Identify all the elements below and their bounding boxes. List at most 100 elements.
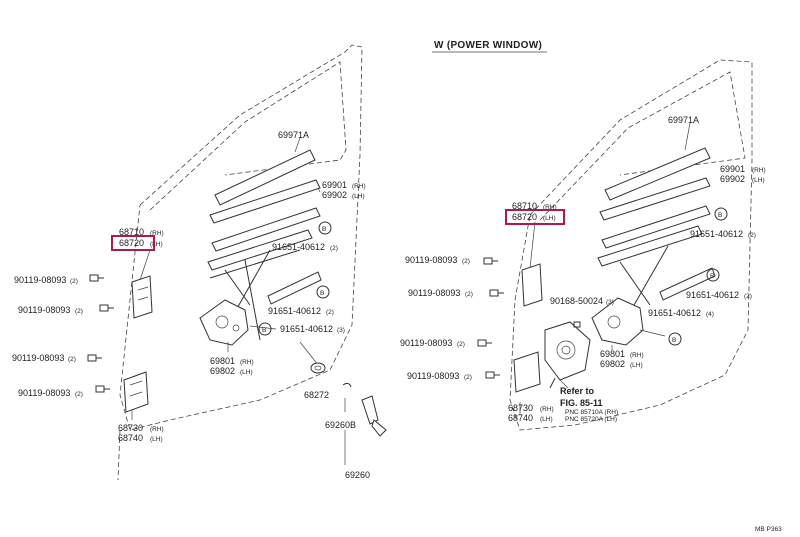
right-highlight-box-68720 <box>505 209 565 225</box>
svg-text:69901: 69901 <box>720 164 745 174</box>
svg-text:69801: 69801 <box>210 356 235 366</box>
svg-text:(RH): (RH) <box>540 406 554 413</box>
svg-text:(2): (2) <box>75 308 83 315</box>
svg-text:B: B <box>672 337 676 344</box>
svg-text:(2): (2) <box>465 291 473 298</box>
left-regulator-rail <box>207 229 313 271</box>
svg-text:68272: 68272 <box>304 390 329 400</box>
svg-text:(2): (2) <box>68 356 76 363</box>
left-lower-hinge <box>123 371 149 413</box>
svg-text:(3): (3) <box>337 327 345 334</box>
svg-text:(2): (2) <box>326 309 334 316</box>
svg-text:91651-40612: 91651-40612 <box>690 229 743 239</box>
svg-text:90119-08093: 90119-08093 <box>18 388 70 398</box>
svg-text:68710: 68710 <box>512 201 537 211</box>
left-window-crank-handle <box>361 395 379 425</box>
svg-text:91651-40612: 91651-40612 <box>648 308 701 318</box>
svg-text:B: B <box>262 327 266 334</box>
svg-text:68740: 68740 <box>118 433 143 443</box>
left-upper-hinge <box>131 275 153 319</box>
svg-text:PNC 85710A (RH): PNC 85710A (RH) <box>565 409 618 416</box>
svg-text:(2): (2) <box>464 374 472 381</box>
svg-text:69902: 69902 <box>720 174 745 184</box>
left-crank-clip <box>342 382 352 388</box>
right-door-assembly: B B B 69971A 69901 (RH) 69902 (LH) 68710… <box>400 59 766 431</box>
svg-text:(2): (2) <box>330 245 338 252</box>
left-highlight-box-68720 <box>111 235 155 251</box>
svg-text:FIG. 85-11: FIG. 85-11 <box>560 398 603 408</box>
left-guide-plate <box>267 271 322 305</box>
svg-text:(RH): (RH) <box>752 167 766 174</box>
svg-text:B: B <box>320 290 324 297</box>
svg-text:(LH): (LH) <box>352 193 365 200</box>
svg-text:90119-08093: 90119-08093 <box>400 338 452 348</box>
svg-text:(3): (3) <box>606 299 614 306</box>
svg-text:Refer to: Refer to <box>560 386 595 396</box>
svg-text:90119-08093: 90119-08093 <box>12 353 64 363</box>
svg-text:90119-08093: 90119-08093 <box>407 371 459 381</box>
left-hinge-bolts <box>87 274 114 393</box>
right-upper-hinge <box>521 263 543 307</box>
svg-text:B: B <box>322 226 326 233</box>
svg-text:91651-40612: 91651-40612 <box>280 324 333 334</box>
svg-text:(RH): (RH) <box>150 230 164 237</box>
svg-text:(2): (2) <box>748 232 756 239</box>
svg-text:(4): (4) <box>706 311 714 318</box>
svg-text:(2): (2) <box>744 293 752 300</box>
diagram-title: W (POWER WINDOW) <box>434 40 542 51</box>
left-door-outline <box>119 44 363 431</box>
right-power-window-motor <box>544 321 591 381</box>
right-window-regulator <box>591 297 644 346</box>
right-window-frame <box>539 71 746 221</box>
right-door-outline <box>509 59 753 431</box>
svg-text:68710: 68710 <box>119 227 144 237</box>
svg-text:(LH): (LH) <box>630 362 643 369</box>
right-weatherstrip-lower <box>601 205 711 249</box>
left-callout-circles: B B B <box>258 221 332 336</box>
svg-text:68730: 68730 <box>118 423 143 433</box>
svg-text:(2): (2) <box>70 278 78 285</box>
svg-text:(LH): (LH) <box>752 177 765 184</box>
svg-text:69802: 69802 <box>600 359 625 369</box>
svg-text:B: B <box>710 273 714 280</box>
left-window-frame <box>149 61 347 211</box>
left-label-68720-highlighted: 68720 <box>119 238 144 248</box>
svg-text:PNC 85720A (LH): PNC 85720A (LH) <box>565 416 617 423</box>
svg-text:(RH): (RH) <box>150 426 164 433</box>
svg-text:(2): (2) <box>457 341 465 348</box>
svg-text:69260B: 69260B <box>325 420 356 430</box>
svg-text:90119-08093: 90119-08093 <box>18 305 70 315</box>
left-weatherstrip-upper <box>209 179 321 224</box>
right-guide-plate <box>659 267 716 301</box>
right-leader-lines <box>519 122 691 415</box>
right-run-channel-upper <box>604 147 711 201</box>
svg-text:(LH): (LH) <box>240 369 253 376</box>
svg-text:(LH): (LH) <box>150 241 163 248</box>
left-door-assembly: B B B 69971A 69901 (RH) 69902 (LH) 68710… <box>12 44 387 481</box>
svg-text:(RH): (RH) <box>240 359 254 366</box>
svg-text:(RH): (RH) <box>352 183 366 190</box>
left-label-69971a: 69971A <box>278 130 309 140</box>
svg-text:68730: 68730 <box>508 403 533 413</box>
left-run-channel-upper <box>214 149 316 206</box>
right-weatherstrip-upper <box>599 177 711 221</box>
svg-text:91651-40612: 91651-40612 <box>272 242 325 252</box>
left-washer <box>310 362 326 374</box>
right-label-68720-highlighted: 68720 <box>512 212 537 222</box>
left-weatherstrip-lower <box>211 207 321 252</box>
svg-text:69801: 69801 <box>600 349 625 359</box>
right-lower-hinge <box>513 351 541 393</box>
right-regulator-arms <box>619 245 669 313</box>
svg-text:B: B <box>718 212 722 219</box>
svg-text:(LH): (LH) <box>540 416 553 423</box>
left-leader-lines <box>131 137 346 465</box>
right-regulator-rail <box>597 225 703 267</box>
svg-text:(RH): (RH) <box>543 204 557 211</box>
right-label-69971a: 69971A <box>668 115 699 125</box>
svg-text:90168-50024: 90168-50024 <box>550 296 603 306</box>
svg-text:(RH): (RH) <box>630 352 644 359</box>
figure-code: MB P363 <box>755 526 782 533</box>
svg-text:69901: 69901 <box>322 180 347 190</box>
